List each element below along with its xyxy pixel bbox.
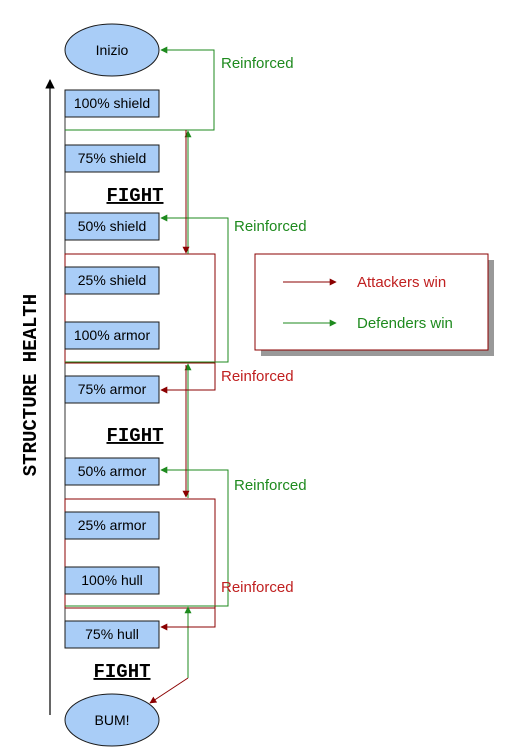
defender-paths [65, 46, 229, 678]
defend-loop-2 [65, 214, 229, 363]
node-end-label: BUM! [95, 712, 130, 728]
attack-final [149, 677, 189, 704]
box-armor-50 [64, 457, 160, 486]
boxes: 100% shield 75% shield 50% shield 25% sh… [64, 89, 160, 649]
box-armor-100-label: 100% armor [74, 327, 151, 343]
box-armor-75 [64, 375, 160, 404]
reinforced-label-1: Reinforced [221, 55, 294, 72]
reinforced-label-5: Reinforced [221, 579, 294, 596]
box-hull-75 [64, 620, 160, 649]
attacker-paths [149, 130, 216, 704]
box-shield-75-label: 75% shield [78, 150, 147, 166]
axis-label: STRUCTURE HEALTH [20, 294, 42, 476]
box-shield-100 [64, 89, 160, 118]
box-shield-50-label: 50% shield [78, 218, 147, 234]
legend: Attackers win Defenders win [254, 253, 494, 356]
legend-box [254, 253, 489, 351]
box-shield-25-label: 25% shield [78, 272, 147, 288]
box-armor-50-label: 50% armor [78, 463, 147, 479]
box-hull-100 [64, 566, 160, 595]
node-start [64, 23, 160, 77]
box-shield-50 [64, 212, 160, 241]
group-rect-3 [64, 498, 216, 609]
attack-reinforced-2 [160, 606, 216, 631]
legend-attack-label: Attackers win [357, 274, 446, 291]
node-start-label: Inizio [96, 42, 129, 58]
fight-label-3: FIGHT [93, 661, 150, 683]
box-hull-75-label: 75% hull [85, 626, 139, 642]
defend-loop-3 [65, 466, 229, 607]
box-armor-25 [64, 511, 160, 540]
box-armor-100 [64, 321, 160, 350]
defend-loop-1 [65, 46, 215, 131]
group-rect-2 [64, 253, 216, 364]
reinforced-label-2: Reinforced [234, 218, 307, 235]
box-hull-100-label: 100% hull [81, 572, 143, 588]
reinforced-label-4: Reinforced [234, 477, 307, 494]
fight-label-1: FIGHT [106, 185, 163, 207]
legend-defend-label: Defenders win [357, 315, 453, 332]
node-end [64, 693, 160, 747]
box-shield-75 [64, 144, 160, 173]
box-shield-25 [64, 266, 160, 295]
box-armor-75-label: 75% armor [78, 381, 147, 397]
box-armor-25-label: 25% armor [78, 517, 147, 533]
attack-reinforced-1 [160, 363, 216, 394]
fight-label-2: FIGHT [106, 425, 163, 447]
box-shield-100-label: 100% shield [74, 95, 150, 111]
reinforced-label-3: Reinforced [221, 368, 294, 385]
